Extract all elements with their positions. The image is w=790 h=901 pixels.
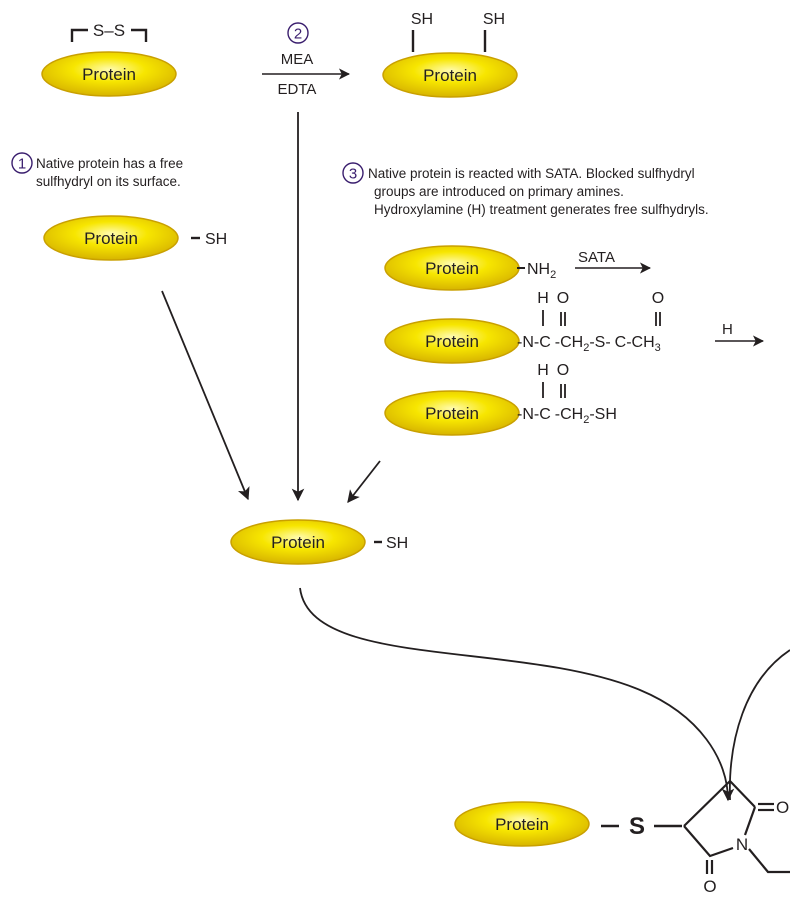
reagent-hydroxylamine: H [722, 321, 733, 338]
svg-text:O: O [557, 290, 569, 307]
step3-note: 3 Native protein is reacted with SATA. B… [342, 162, 709, 217]
protein-disulfide: S–S Protein [41, 21, 177, 97]
conjugation-arrows [299, 587, 790, 802]
thioether-sulfur: S [629, 813, 645, 840]
protein-label: Protein [271, 533, 325, 552]
protein-thiolated: Protein SH [230, 519, 408, 565]
imide-nitrogen: N [736, 835, 748, 854]
sata-row-amine: Protein NH2 SATA [384, 245, 652, 291]
sh-left-label: SH [411, 11, 433, 28]
step3-number: 3 [349, 166, 357, 183]
step1-line2: sulfhydryl on its surface. [36, 174, 181, 189]
protein-conjugate: Protein S N O O [454, 779, 790, 896]
svg-text:H: H [537, 362, 549, 379]
step3-line3: Hydroxylamine (H) treatment generates fr… [374, 202, 709, 217]
svg-text:H: H [537, 290, 549, 307]
sata-row-blocked: Protein H O O -N-C-CH2-S-C-CH3 H [384, 290, 765, 364]
protein-label: Protein [495, 815, 549, 834]
reagent-sata: SATA [578, 249, 615, 266]
sh-label: SH [386, 535, 408, 552]
carbonyl-oxygen-top: O [776, 798, 789, 817]
step2-reaction: 2 MEA EDTA [262, 22, 351, 98]
protein-label: Protein [423, 66, 477, 85]
protein-label: Protein [425, 404, 479, 423]
protein-label: Protein [425, 259, 479, 278]
step1-note: 1 Native protein has a free sulfhydryl o… [11, 152, 183, 189]
protein-reduced: SH SH Protein [382, 11, 518, 98]
carbonyl-oxygen-bottom: O [703, 877, 716, 896]
svg-text:O: O [557, 362, 569, 379]
step1-number: 1 [18, 156, 26, 173]
converging-arrows [161, 112, 381, 503]
protein-label: Protein [84, 229, 138, 248]
step3-line1: Native protein is reacted with SATA. Blo… [368, 166, 695, 181]
sh-label: SH [205, 231, 227, 248]
disulfide-label: S–S [93, 21, 125, 40]
step1-line1: Native protein has a free [36, 156, 183, 171]
protein-native-sh: Protein SH [43, 215, 227, 261]
svg-text:O: O [652, 290, 664, 307]
blocked-sulfhydryl-formula: -N-C-CH2-S-C-CH3 [517, 334, 661, 354]
amine-group: NH2 [527, 261, 556, 281]
protein-label: Protein [82, 65, 136, 84]
reagent-edta: EDTA [278, 81, 317, 98]
free-sulfhydryl-formula: -N-C-CH2-SH [517, 406, 617, 426]
step3-line2: groups are introduced on primary amines. [374, 184, 624, 199]
protein-label: Protein [425, 332, 479, 351]
sata-row-free: Protein H O -N-C-CH2-SH [384, 362, 617, 436]
step2-number: 2 [294, 26, 302, 43]
sh-right-label: SH [483, 11, 505, 28]
reagent-mea: MEA [281, 51, 314, 68]
